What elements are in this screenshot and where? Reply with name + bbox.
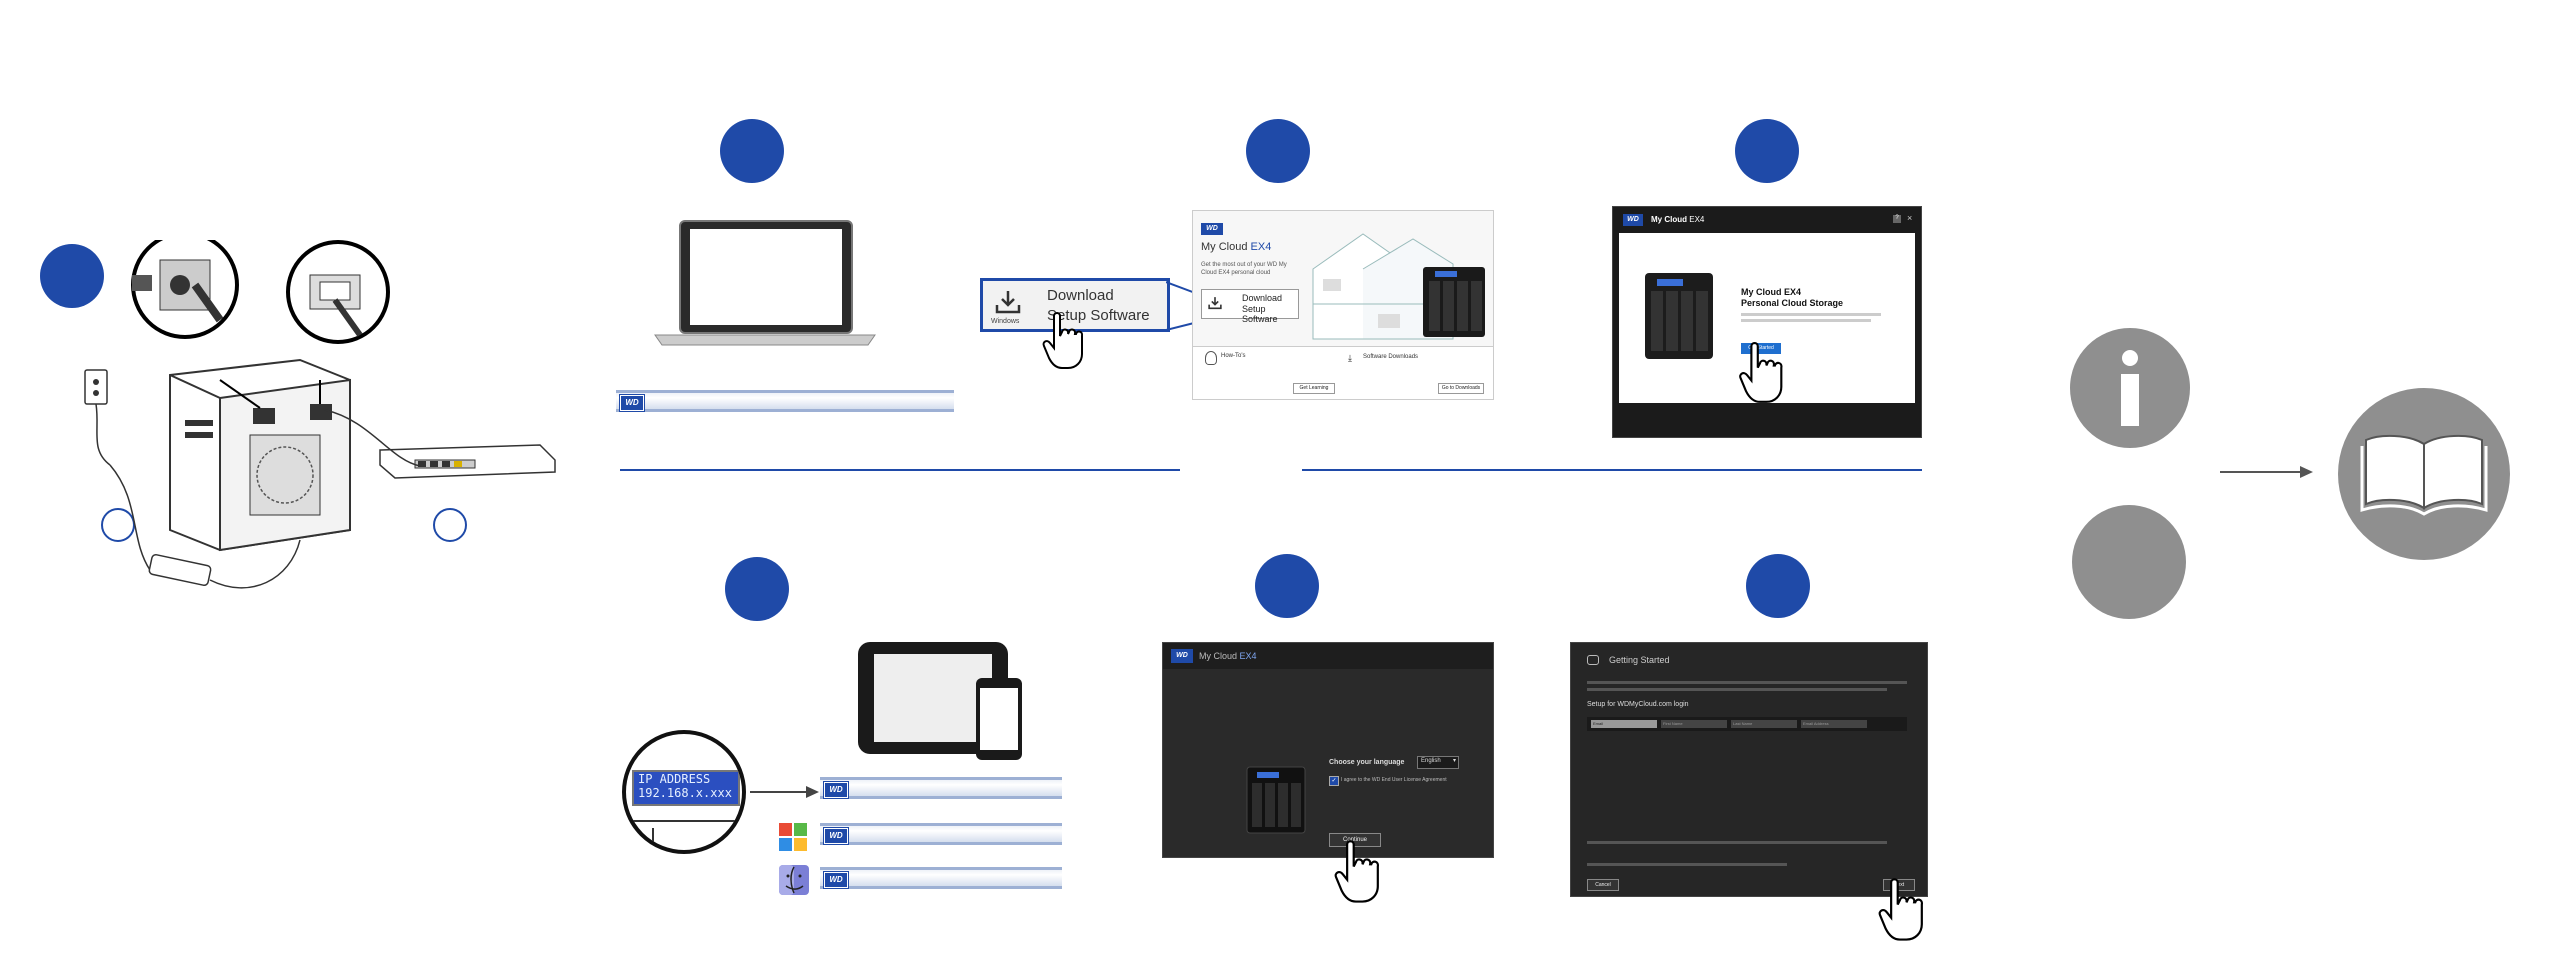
getting-started-screenshot: Getting Started Setup for WDMyCloud.com … [1570, 642, 1928, 897]
get-learning-button[interactable]: Get Learning [1293, 383, 1335, 394]
house-illustration [1312, 233, 1485, 340]
panel-howto-title: How-To's [1221, 353, 1246, 359]
chevron-down-icon: ▾ [1452, 758, 1456, 764]
last-name-field[interactable]: Last Name [1731, 720, 1797, 728]
download-webpage-screenshot: WD My Cloud EX4 Get the most out of your… [1192, 210, 1494, 400]
divider-right [1302, 469, 1922, 471]
step-2-marker [720, 119, 784, 183]
browser-tagline: Get the most out of your WD My Cloud EX4… [1201, 262, 1287, 276]
wd-url-bar-mac[interactable]: WD [820, 867, 1062, 889]
blank-gray-circle [2072, 505, 2186, 619]
continue-button[interactable]: Continue [1329, 833, 1381, 847]
download-icon [995, 291, 1021, 314]
setup-section-label: Setup for WDMyCloud.com login [1587, 701, 1689, 708]
eula-label: I agree to the WD End User License Agree… [1341, 777, 1447, 783]
product-heading: My Cloud EX4 [1741, 287, 1802, 297]
first-name-field[interactable]: First Name [1661, 720, 1727, 728]
language-screen-screenshot: WD My Cloud EX4 Choose your language Eng… [1162, 642, 1494, 858]
lcd-display: IP ADDRESS 192.168.x.xxx [632, 770, 740, 806]
chat-icon [1587, 655, 1599, 665]
close-icon[interactable]: × [1907, 213, 1913, 223]
app-title: My Cloud [1651, 215, 1687, 224]
email-field[interactable]: Email [1591, 720, 1657, 728]
browser-download-button[interactable]: Download Setup Software [1201, 289, 1299, 324]
help-icon[interactable]: ? [1893, 215, 1901, 223]
browser-download-line2: Setup Software [1242, 304, 1278, 324]
nas-hardware-illustration [84, 240, 556, 589]
wd-logo: WD [823, 827, 849, 845]
mac-finder-icon [779, 865, 809, 895]
browser-download-line1: Download [1242, 293, 1283, 303]
language-select[interactable]: English ▾ [1417, 756, 1459, 769]
wd-logo: WD [823, 871, 849, 889]
hand-cursor-icon [1878, 878, 1923, 941]
download-callout[interactable]: Windows Download Setup Software [980, 278, 1170, 332]
hand-cursor-icon [1334, 840, 1379, 903]
info-icon [2121, 350, 2139, 426]
info-circle [2070, 328, 2190, 448]
laptop-illustration [654, 220, 876, 346]
tablet-phone-illustration [858, 642, 1022, 760]
wd-logo: WD [823, 781, 849, 799]
lcd-zoom-circle: IP ADDRESS 192.168.x.xxx [622, 730, 746, 854]
lightbulb-icon [1205, 351, 1217, 365]
step-4-marker [1735, 119, 1799, 183]
go-to-downloads-button[interactable]: Go to Downloads [1438, 383, 1484, 394]
wd-setup-url-bar[interactable]: WD [616, 390, 954, 412]
step-6-marker [1255, 554, 1319, 618]
book-icon [2360, 434, 2488, 516]
arrow-right-icon [750, 786, 819, 798]
hand-cursor-icon [1042, 312, 1084, 369]
callout-os-label: Windows [991, 318, 1020, 325]
wd-logo: WD [619, 394, 645, 412]
lang-app-model: EX4 [1239, 651, 1257, 661]
step-5-marker [725, 557, 789, 621]
download-small-icon: ⤓ [1348, 353, 1352, 363]
product-subheading: Personal Cloud Storage [1741, 298, 1844, 308]
arrow-right-icon [2220, 466, 2313, 478]
browser-model: EX4 [1250, 241, 1272, 253]
step-3-marker [1246, 119, 1310, 183]
manual-circle [2338, 388, 2510, 560]
language-prompt: Choose your language [1329, 759, 1405, 766]
app-model: EX4 [1689, 215, 1705, 224]
wd-url-bar-mobile[interactable]: WD [820, 777, 1062, 799]
get-started-button[interactable]: Get Started [1741, 343, 1781, 354]
panel-software-title: Software Downloads [1363, 354, 1419, 360]
eula-checkbox[interactable]: ✓ [1329, 776, 1339, 786]
wd-logo: WD [1623, 214, 1643, 226]
wd-url-bar-windows[interactable]: WD [820, 823, 1062, 845]
wd-logo: WD [1171, 649, 1193, 663]
lcd-line2: 192.168.x.xxx [638, 786, 732, 800]
download-icon [1208, 297, 1222, 310]
lang-app-title: My Cloud [1199, 651, 1238, 661]
nas-device-image [1246, 766, 1306, 834]
cancel-button[interactable]: Cancel [1587, 879, 1619, 891]
step-1-marker [40, 244, 104, 308]
setup-app-screenshot: WD My Cloud EX4 ? × My Cloud EX4 Persona… [1612, 206, 1922, 438]
getting-started-title: Getting Started [1609, 655, 1670, 665]
callout-a-marker [101, 508, 135, 542]
lcd-line1: IP ADDRESS [638, 772, 711, 786]
callout-line2: Setup Software [1047, 307, 1150, 324]
hand-cursor-icon [1739, 342, 1783, 403]
wd-logo: WD [1201, 223, 1223, 235]
nas-device-image [1645, 273, 1713, 359]
language-selected: English [1421, 758, 1441, 764]
callout-b-marker [433, 508, 467, 542]
step-7-marker [1746, 554, 1810, 618]
callout-line1: Download [1047, 287, 1114, 304]
browser-brand: My Cloud [1201, 241, 1248, 253]
windows-icon [779, 823, 807, 851]
email-address-field[interactable]: Email Address [1801, 720, 1867, 728]
divider-left [620, 469, 1180, 471]
